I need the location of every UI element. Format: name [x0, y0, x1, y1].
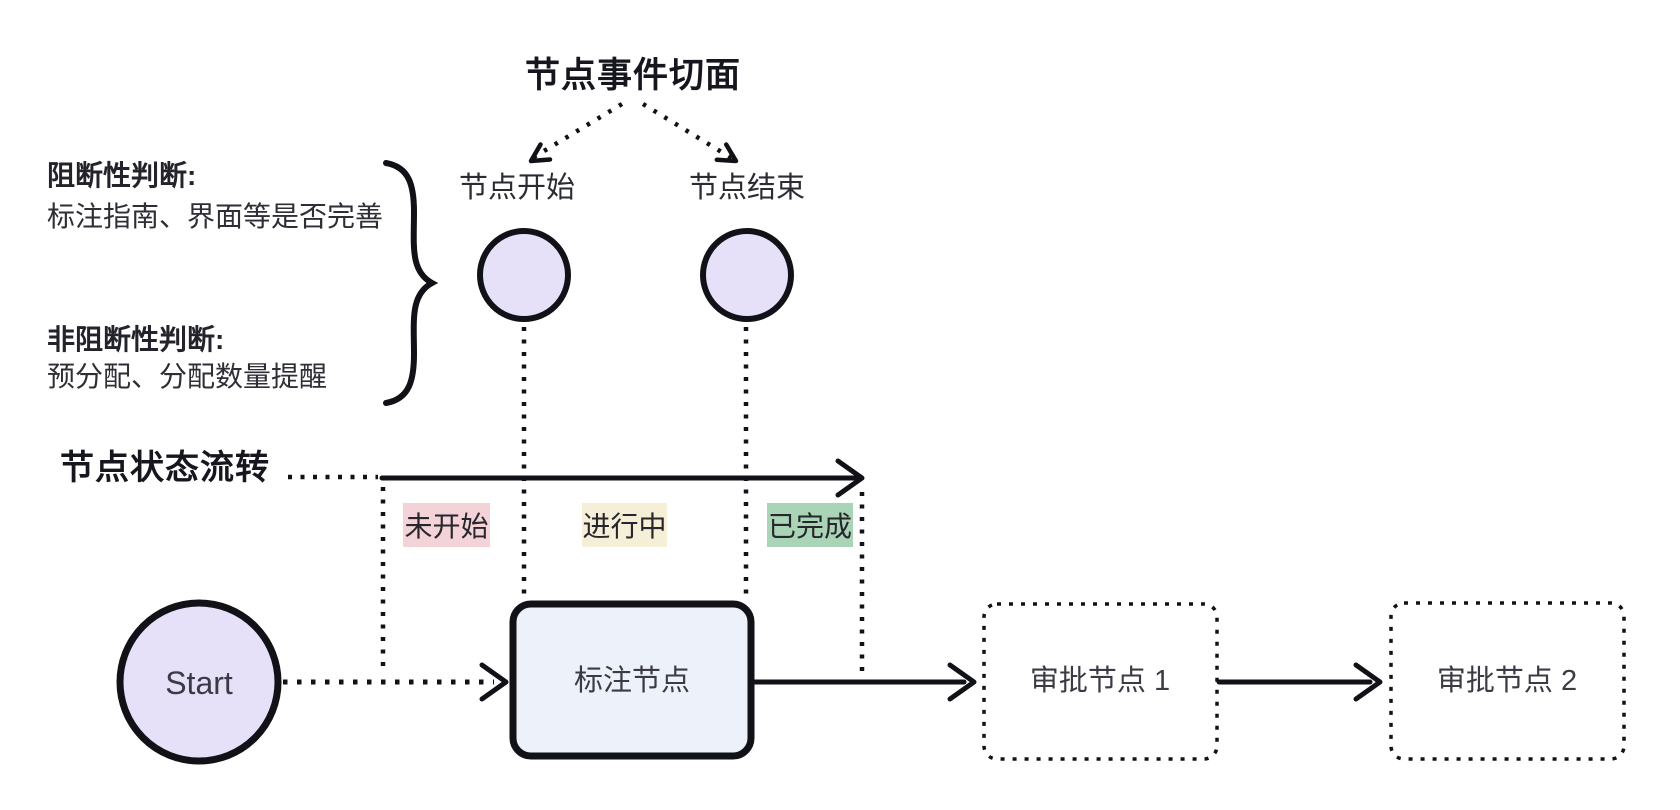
arrowhead-state-flow — [835, 458, 865, 498]
state-badge-in-progress: 进行中 — [582, 503, 667, 547]
arrowhead-approval-node-2 — [1353, 662, 1383, 702]
arrowhead-annotation-node — [479, 662, 509, 702]
state-flow-heading: 节点状态流转 — [60, 449, 270, 487]
annotation-node-label: 标注节点 — [573, 664, 691, 697]
approval-node-2-label: 审批节点 2 — [1436, 664, 1578, 697]
node-start-event-circle — [477, 228, 571, 322]
state-badge-completed: 已完成 — [767, 503, 853, 547]
title-to-node-end-dotted-connector — [641, 102, 735, 161]
approval-node-2-box — [1389, 601, 1626, 761]
arrowhead-approval-node-1 — [947, 662, 977, 702]
blocking-judgment-title: 阻断性判断: — [47, 160, 197, 191]
node-end-event-label: 节点结束 — [688, 172, 806, 204]
non-blocking-judgment-desc: 预分配、分配数量提醒 — [47, 361, 328, 392]
node-start-event-label: 节点开始 — [458, 172, 576, 204]
blocking-judgment-desc: 标注指南、界面等是否完善 — [47, 201, 384, 232]
annotation-node-box — [509, 600, 755, 760]
judgments-curly-brace — [383, 160, 439, 406]
title-to-node-start-dotted-connector — [532, 102, 624, 159]
start-node-label: Start — [165, 665, 233, 701]
node-end-event-circle — [700, 228, 794, 322]
non-blocking-judgment-title: 非阻断性判断: — [47, 324, 225, 355]
state-badge-not-started: 未开始 — [403, 503, 490, 547]
arrowhead-node-start — [528, 142, 553, 164]
approval-node-1-label: 审批节点 1 — [1029, 664, 1171, 697]
arrowhead-node-end — [714, 142, 739, 164]
start-node-circle — [116, 599, 282, 765]
diagram-title: 节点事件切面 — [524, 56, 742, 95]
